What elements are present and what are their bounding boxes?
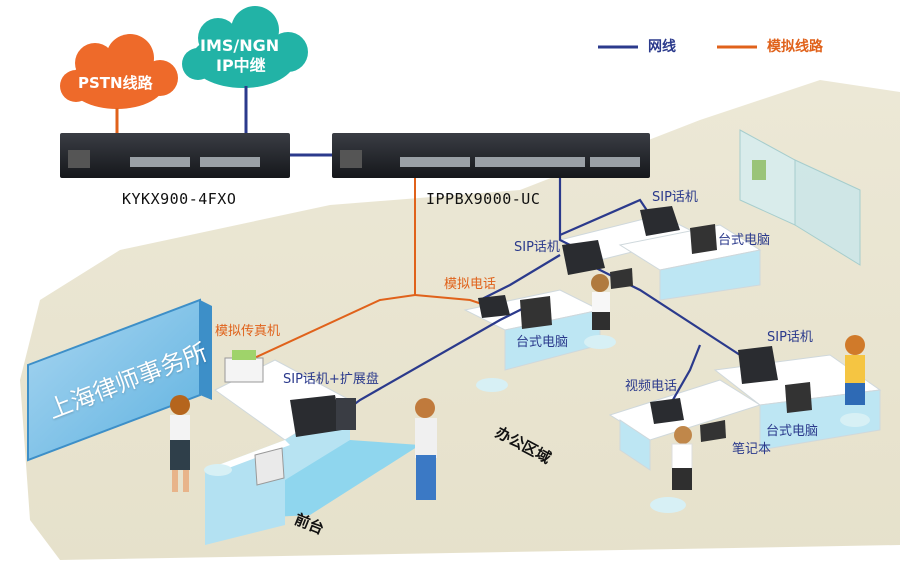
legend-network-label: 网线: [648, 39, 676, 55]
gateway-rack: [60, 133, 290, 178]
gateway-label: KYKX900-4FXO: [122, 190, 237, 208]
office-worker-1: [591, 274, 610, 330]
video-phone-label: 视频电话: [625, 379, 678, 394]
desktop-mid-label: 台式电脑: [516, 335, 569, 350]
chair-bases: [204, 335, 870, 513]
sip-phone-top-label: SIP话机: [652, 190, 698, 205]
ippbx-label: IPPBX9000-UC: [426, 190, 541, 208]
monitor-icons: [254, 224, 812, 486]
sip-phone-mid-label: SIP话机: [514, 240, 560, 255]
office-worker-2: [671, 426, 693, 490]
ims-cloud-label-line1: IMS/NGN: [200, 36, 280, 55]
desktop-top-label: 台式电脑: [718, 233, 771, 248]
laptop-icons: [610, 268, 726, 442]
receptionist: [170, 395, 190, 492]
ippbx-rack: [332, 133, 650, 178]
pstn-cloud-label: PSTN线路: [78, 74, 153, 92]
pstn-cloud: [60, 34, 178, 109]
sip-phone-right-label: SIP话机: [767, 330, 813, 345]
sip-ext-label: SIP话机+扩展盘: [283, 372, 379, 387]
glass-door: [739, 129, 861, 266]
legend-analog-label: 模拟线路: [767, 39, 823, 55]
analog-phone-label: 模拟电话: [444, 277, 497, 292]
visitor: [415, 398, 437, 500]
fax-machine: [224, 350, 264, 383]
ims-cloud: [182, 6, 308, 88]
office-worker-3: [845, 335, 865, 405]
analog-fax-label: 模拟传真机: [215, 324, 281, 339]
company-sign: [27, 298, 212, 462]
laptop-label: 笔记本: [732, 442, 772, 457]
desktop-right-label: 台式电脑: [766, 424, 819, 439]
phone-icons: [290, 206, 778, 437]
ims-cloud-label-line2: IP中继: [216, 56, 266, 75]
